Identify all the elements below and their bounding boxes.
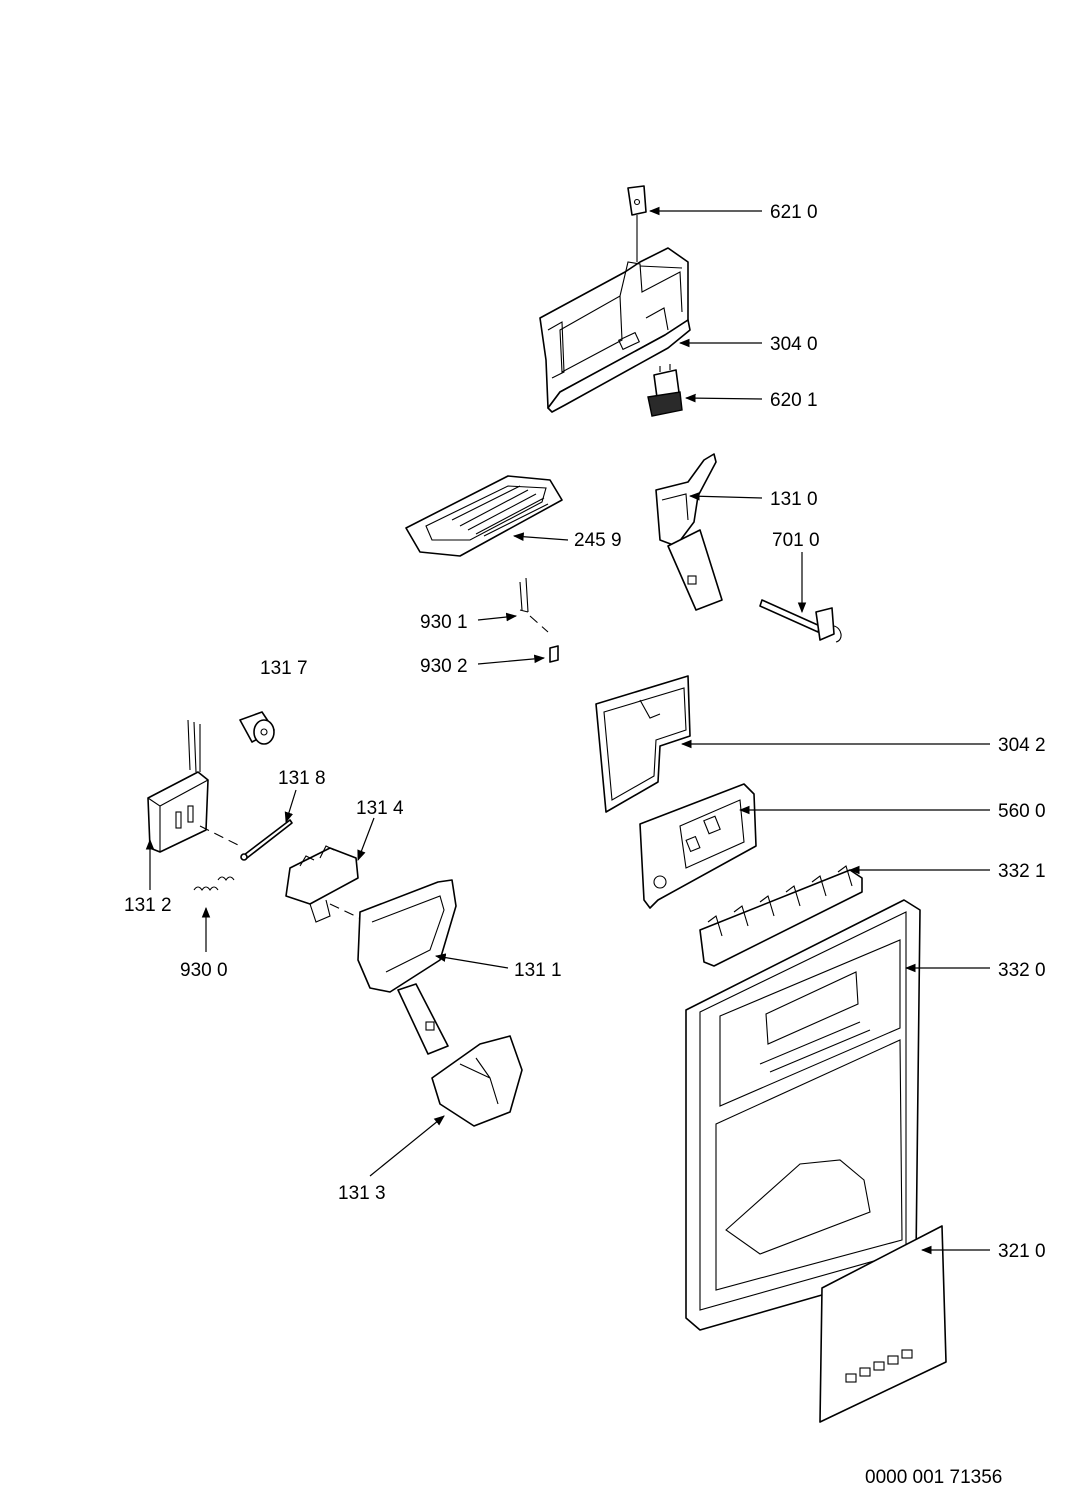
part-131-8-pin [240,819,293,861]
leader-930-2 [477,654,546,665]
callout-131-4: 131 4 [356,798,404,819]
part-304-0-housing [539,247,691,413]
leader-lines [145,206,990,1255]
part-321-0-nameplate [819,1225,947,1423]
part-621-0-microswitch [627,185,647,262]
callout-304-0: 304 0 [770,334,818,355]
leader-131-8 [284,789,297,824]
leader-131-4 [357,817,375,862]
leader-131-1 [434,953,509,969]
callout-labels: 621 0 304 0 620 1 131 0 701 0 245 9 930 … [124,202,1046,1262]
part-701-0-rod [759,599,842,643]
part-560-0-control-board [639,783,757,909]
callout-930-1: 930 1 [420,612,468,633]
callout-131-7: 131 7 [260,658,308,679]
part-131-0-lever [655,453,723,611]
callout-131-8: 131 8 [278,768,326,789]
callout-332-0: 332 0 [998,960,1046,981]
document-number: 0000 001 71356 [865,1467,1002,1488]
part-245-9-drip-tray [405,475,563,557]
leader-245-9 [512,532,569,542]
callout-304-2: 304 2 [998,735,1046,756]
callout-701-0: 701 0 [772,530,820,551]
callout-321-0: 321 0 [998,1241,1046,1262]
leader-131-3 [369,1115,445,1177]
part-304-2-board-frame [595,675,691,813]
callout-930-0: 930 0 [180,960,228,981]
part-930-0-springs [193,876,235,891]
callout-332-1: 332 1 [998,861,1046,882]
callout-131-1: 131 1 [514,960,562,981]
callout-131-3: 131 3 [338,1183,386,1204]
callout-560-0: 560 0 [998,801,1046,822]
callout-620-1: 620 1 [770,390,818,411]
part-131-1-flap [357,879,457,1055]
callout-131-2: 131 2 [124,895,172,916]
callout-621-0: 621 0 [770,202,818,223]
part-131-2-solenoid [147,719,241,853]
callout-930-2: 930 2 [420,656,468,677]
part-131-3-cup [431,1035,523,1127]
leader-131-0 [688,491,763,501]
part-131-7-knob [239,711,275,745]
part-930-2-clip [549,645,559,663]
part-620-1-switch [647,364,683,417]
leader-930-1 [477,612,518,622]
leader-620-1 [684,393,763,403]
callout-131-0: 131 0 [770,489,818,510]
callout-245-9: 245 9 [574,530,622,551]
part-930-1-spring [519,577,549,633]
